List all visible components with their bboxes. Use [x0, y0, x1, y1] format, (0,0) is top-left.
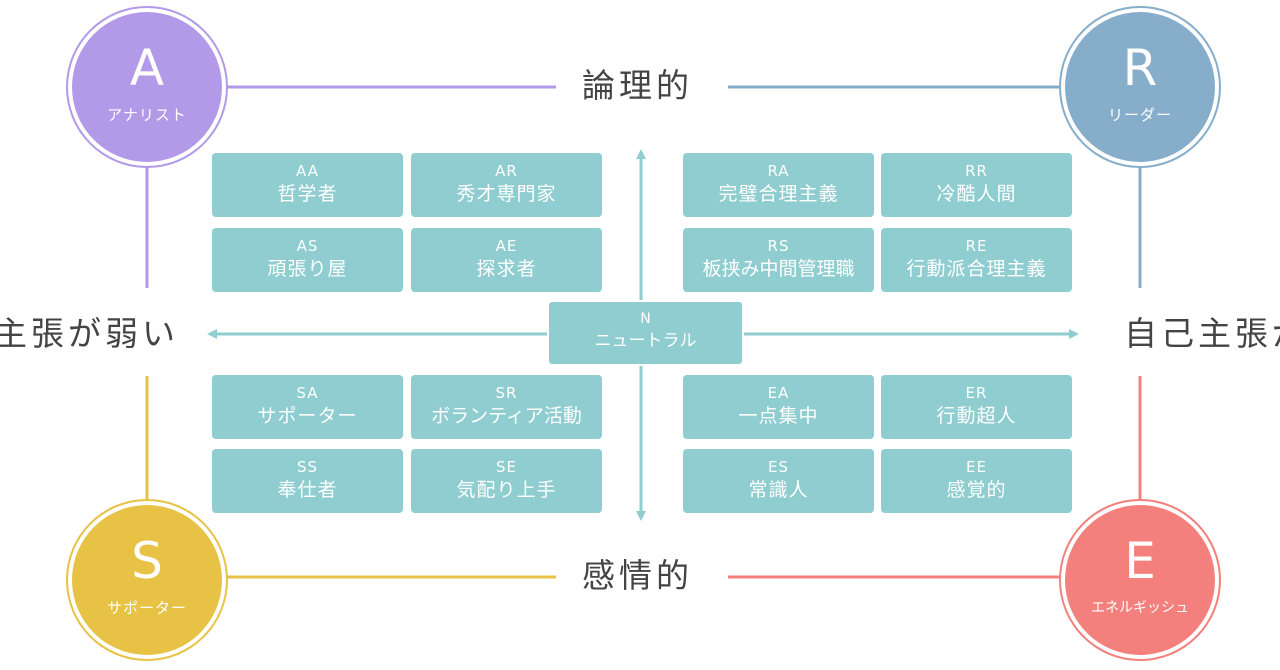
type-name: 常識人 [748, 479, 809, 501]
type-box-as: AS 頑張り屋 [212, 228, 403, 292]
type-box-er: ER 行動超人 [881, 375, 1072, 439]
type-box-se: SE 気配り上手 [411, 449, 602, 513]
leader-circle: R リーダー [1065, 12, 1215, 162]
type-name: 感覚的 [946, 479, 1007, 501]
type-code: RA [767, 162, 790, 180]
leader-label: リーダー [1107, 106, 1172, 124]
neutral-box: N ニュートラル [549, 302, 742, 364]
type-box-ea: EA 一点集中 [683, 375, 874, 439]
type-name: 哲学者 [277, 183, 338, 205]
energetic-circle: E エネルギッシュ [1065, 505, 1215, 655]
type-box-sa: SA サポーター [212, 375, 403, 439]
type-box-ee: EE 感覚的 [881, 449, 1072, 513]
type-name: 行動派合理主義 [906, 258, 1047, 280]
type-name: 奉仕者 [277, 479, 338, 501]
axis-label-weak-assertion: 主張が弱い [0, 314, 179, 353]
type-name: サポーター [257, 405, 358, 427]
supporter-letter: S [131, 532, 163, 590]
type-name: 冷酷人間 [936, 183, 1017, 205]
axis-label-logical: 論理的 [582, 66, 693, 105]
type-code: SA [296, 384, 319, 402]
supporter-circle: S サポーター [72, 505, 222, 655]
type-name: 探求者 [476, 258, 537, 280]
neutral-label: ニュートラル [594, 331, 697, 351]
type-code: ER [965, 384, 988, 402]
type-code: SE [496, 458, 517, 476]
type-code: AS [296, 237, 319, 255]
type-box-sr: SR ボランティア活動 [411, 375, 602, 439]
analyst-letter: A [129, 39, 165, 97]
type-box-re: RE 行動派合理主義 [881, 228, 1072, 292]
type-code: AR [495, 162, 518, 180]
type-code: RS [767, 237, 790, 255]
type-name: 頑張り屋 [267, 258, 348, 280]
type-name: 気配り上手 [456, 479, 557, 501]
type-code: AA [296, 162, 319, 180]
energetic-label: エネルギッシュ [1091, 600, 1189, 616]
type-name: ボランティア活動 [431, 405, 582, 427]
type-code: RR [965, 162, 988, 180]
type-code: EE [966, 458, 987, 476]
type-code: AE [495, 237, 518, 255]
type-box-es: ES 常識人 [683, 449, 874, 513]
type-name: 板挟み中間管理職 [702, 258, 855, 280]
supporter-label: サポーター [106, 599, 187, 617]
energetic-letter: E [1124, 532, 1156, 590]
type-name: 秀才専門家 [456, 183, 557, 205]
type-box-ra: RA 完璧合理主義 [683, 153, 874, 217]
neutral-code: N [640, 311, 651, 327]
leader-letter: R [1122, 39, 1158, 97]
type-box-aa: AA 哲学者 [212, 153, 403, 217]
type-box-ar: AR 秀才専門家 [411, 153, 602, 217]
axis-label-emotional: 感情的 [582, 556, 693, 595]
type-code: RE [965, 237, 988, 255]
analyst-circle: A アナリスト [72, 12, 222, 162]
type-name: 完璧合理主義 [718, 183, 839, 205]
type-code: ES [768, 458, 789, 476]
type-box-rs: RS 板挟み中間管理職 [683, 228, 874, 292]
type-box-ae: AE 探求者 [411, 228, 602, 292]
type-box-ss: SS 奉仕者 [212, 449, 403, 513]
type-code: EA [767, 384, 790, 402]
type-name: 行動超人 [936, 405, 1017, 427]
type-name: 一点集中 [738, 405, 819, 427]
analyst-label: アナリスト [107, 106, 187, 124]
type-box-rr: RR 冷酷人間 [881, 153, 1072, 217]
type-code: SR [495, 384, 518, 402]
axis-label-strong-assertion: 自己主張が [1124, 314, 1280, 353]
type-code: SS [296, 458, 319, 476]
